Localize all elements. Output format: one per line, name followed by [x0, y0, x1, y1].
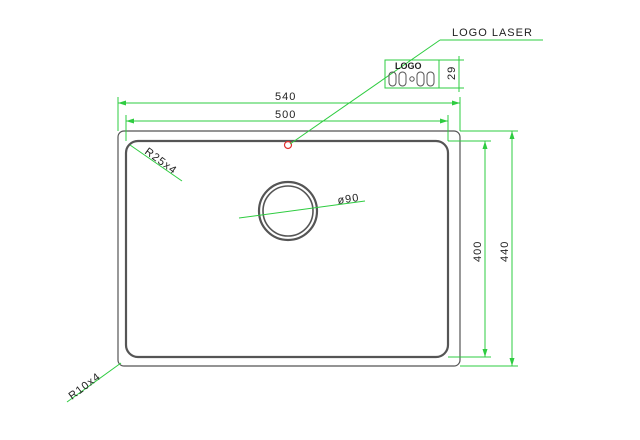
overall-height-dimension: 440 — [460, 130, 518, 367]
overall-width-label: 540 — [275, 91, 296, 103]
sink-outer-outline — [117, 130, 461, 367]
inner-width-dimension: 500 — [125, 109, 449, 141]
logo-laser-callout: LOGO LASER — [289, 27, 543, 145]
inner-height-label: 400 — [472, 241, 484, 262]
sink-inner-outline — [124, 139, 450, 359]
drain-diameter-leader: ø90 — [238, 192, 366, 219]
drain-diameter-label: ø90 — [337, 192, 360, 207]
overall-height-label: 440 — [499, 241, 511, 262]
logo-detail: LOGO 29 — [384, 56, 464, 92]
outer-radius-leader: R10x4 — [67, 362, 122, 403]
outer-radius-label: R10x4 — [67, 371, 104, 403]
logo-laser-label: LOGO LASER — [452, 27, 533, 39]
logo-detail-label: LOGO — [395, 61, 422, 71]
inner-radius-label: R25x4 — [142, 146, 179, 177]
inner-radius-leader: R25x4 — [129, 144, 183, 182]
logo-height-label: 29 — [446, 66, 458, 80]
inner-height-dimension: 400 — [448, 140, 491, 358]
inner-width-label: 500 — [275, 109, 296, 121]
logo-position-marker — [283, 140, 293, 150]
overall-width-dimension: 540 — [117, 91, 461, 131]
drain-hole — [257, 180, 319, 242]
